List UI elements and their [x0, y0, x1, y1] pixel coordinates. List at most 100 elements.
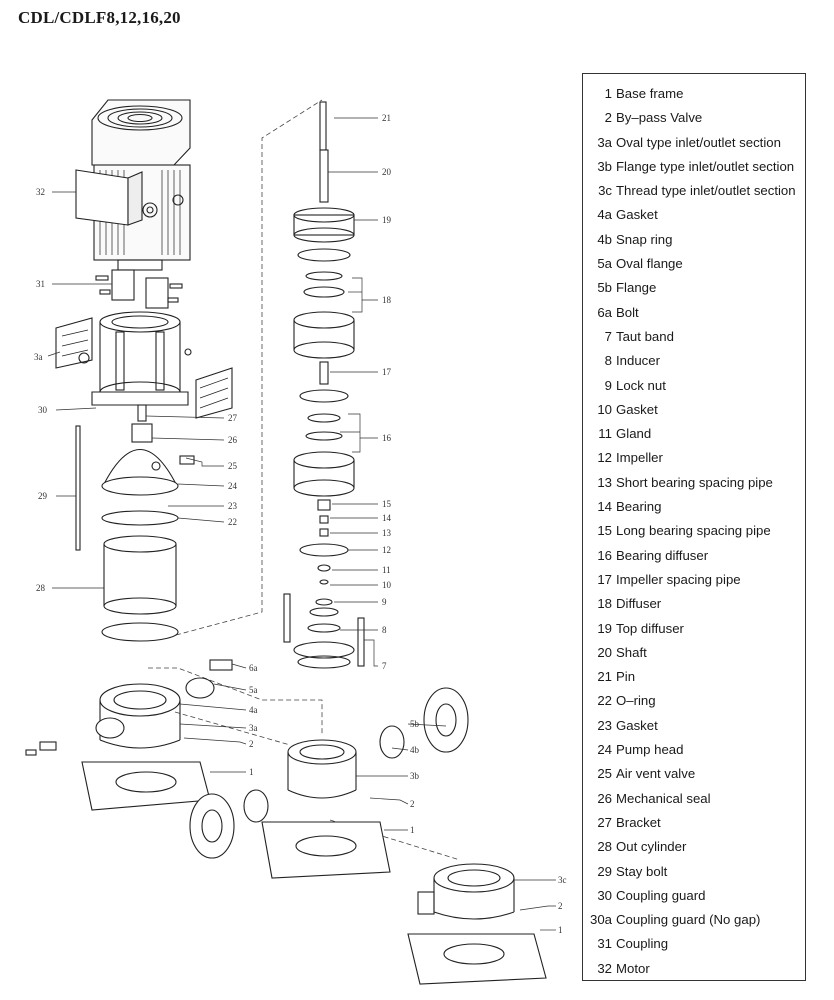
- legend-number: 23: [597, 717, 612, 733]
- legend-number: 27: [597, 814, 612, 830]
- legend-label: Stay bolt: [616, 863, 668, 879]
- legend-label: Impeller: [616, 450, 663, 466]
- legend-label: Gland: [616, 426, 652, 442]
- legend-label: Gasket: [616, 717, 658, 733]
- legend-number: 5a: [597, 256, 612, 272]
- callout-1b: 1: [410, 825, 415, 835]
- legend-number: 31: [597, 936, 612, 952]
- legend-number: 17: [597, 571, 612, 587]
- callout-10: 10: [382, 580, 392, 590]
- legend-label: Motor: [616, 960, 650, 976]
- legend-label: Bearing diffuser: [616, 547, 709, 563]
- legend-number: 10: [597, 401, 612, 417]
- callout-15: 15: [382, 499, 392, 509]
- callout-27: 27: [228, 413, 238, 423]
- legend-number: 30: [597, 887, 612, 903]
- legend-number: 3b: [597, 158, 612, 174]
- callout-4a: 4a: [249, 705, 258, 715]
- legend-label: By–pass Valve: [616, 110, 703, 126]
- callout-5a: 5a: [249, 685, 258, 695]
- callout-1c: 1: [558, 925, 563, 935]
- legend-number: 3a: [597, 134, 612, 150]
- legend-number: 12: [597, 450, 612, 466]
- legend-label: Bolt: [616, 304, 639, 320]
- legend-label: Bracket: [616, 814, 661, 830]
- callout-25: 25: [228, 461, 238, 471]
- legend-number: 30a: [589, 912, 612, 928]
- bracket-part: [55, 311, 233, 422]
- legend-number: 4a: [597, 207, 612, 223]
- assembly-guide-lines: [148, 99, 461, 861]
- legend-label: Coupling: [616, 936, 669, 952]
- legend-label: O–ring: [616, 693, 656, 709]
- exploded-pump-diagram: 21 20 19 18 17 16 15 14 13 12 11 10 9 8 …: [25, 99, 567, 985]
- callout-30: 30: [38, 405, 48, 415]
- legend-label: Mechanical seal: [616, 790, 711, 806]
- callout-17: 17: [382, 367, 392, 377]
- callout-12: 12: [382, 545, 391, 555]
- pump-head-part: [101, 423, 195, 526]
- oval-section-part: [25, 659, 233, 811]
- legend-label: Gasket: [616, 207, 658, 223]
- callout-3a-top: 3a: [34, 352, 43, 362]
- legend-number: 24: [597, 742, 612, 758]
- legend-label: Snap ring: [616, 231, 673, 247]
- callout-2b: 2: [410, 799, 415, 809]
- legend-number: 7: [604, 328, 612, 344]
- legend-number: 5b: [597, 280, 612, 296]
- legend-label: Inducer: [616, 353, 660, 369]
- callout-8: 8: [382, 625, 387, 635]
- callout-26: 26: [228, 435, 238, 445]
- callout-19: 19: [382, 215, 392, 225]
- legend-label: Flange: [616, 280, 657, 296]
- coupling-part: [95, 269, 183, 309]
- callout-28: 28: [36, 583, 46, 593]
- callout-23: 23: [228, 501, 238, 511]
- legend-number: 29: [597, 863, 612, 879]
- legend-number: 1: [604, 86, 612, 101]
- legend-label: Air vent valve: [616, 766, 696, 782]
- legend-label: Gasket: [616, 401, 658, 417]
- legend-number: 25: [597, 766, 612, 782]
- legend-number: 32: [597, 960, 612, 976]
- legend-number: 26: [597, 790, 612, 806]
- legend-number: 11: [598, 426, 612, 442]
- legend-label: Out cylinder: [616, 839, 687, 855]
- callout-14: 14: [382, 513, 392, 523]
- callout-22: 22: [228, 517, 237, 527]
- callout-3b: 3b: [410, 771, 420, 781]
- legend-label: Thread type inlet/outlet section: [616, 183, 796, 199]
- callout-18: 18: [382, 295, 392, 305]
- legend-label: Bearing: [616, 499, 662, 515]
- legend-label: Top diffuser: [616, 620, 684, 636]
- legend-number: 3c: [598, 183, 612, 199]
- legend-number: 6a: [597, 304, 612, 320]
- legend-label: Diffuser: [616, 596, 662, 612]
- legend-label: Shaft: [616, 644, 647, 660]
- pump-stack: [283, 101, 365, 669]
- callout-24: 24: [228, 481, 238, 491]
- legend-label: Coupling guard: [616, 887, 706, 903]
